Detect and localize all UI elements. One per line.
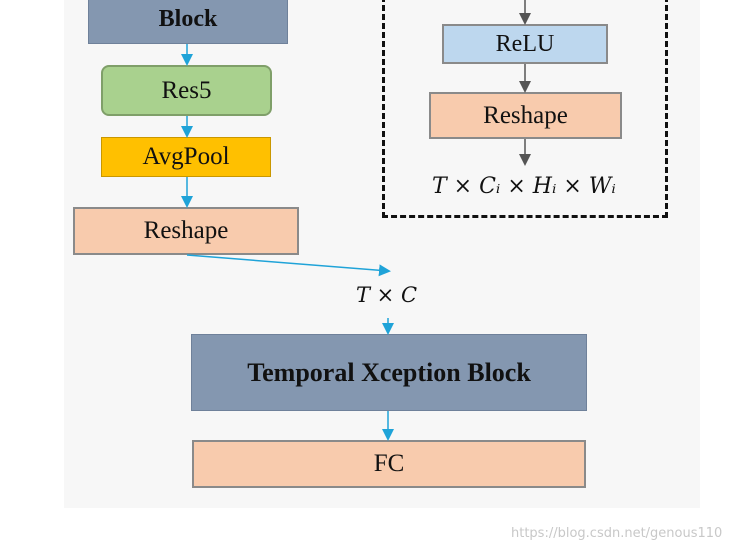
fc-label: FC: [373, 450, 405, 477]
res5-block: Res5: [101, 65, 272, 116]
fc-block: FC: [192, 440, 586, 488]
dashed-panel: [382, 0, 668, 218]
temporal-xception-label: Temporal Xception Block: [247, 357, 531, 387]
top-block: Block: [88, 0, 288, 44]
right-reshape-label: Reshape: [483, 101, 568, 129]
relu-label: ReLU: [495, 30, 555, 57]
avgpool-block: AvgPool: [101, 137, 271, 177]
shape-formula: T × Cᵢ × Hᵢ × Wᵢ: [432, 174, 616, 199]
arrow-reshape-to-shape: [186, 254, 391, 277]
avgpool-label: AvgPool: [142, 143, 230, 170]
shape-label: T × C: [356, 283, 418, 307]
relu-block: ReLU: [442, 24, 608, 64]
left-reshape-block: Reshape: [73, 207, 299, 255]
top-block-label: Block: [158, 6, 218, 32]
left-reshape-label: Reshape: [143, 217, 229, 244]
res5-label: Res5: [161, 76, 212, 104]
temporal-xception-block: Temporal Xception Block: [191, 334, 587, 411]
watermark: https://blog.csdn.net/genous110: [511, 526, 723, 541]
right-reshape-block: Reshape: [429, 92, 622, 139]
